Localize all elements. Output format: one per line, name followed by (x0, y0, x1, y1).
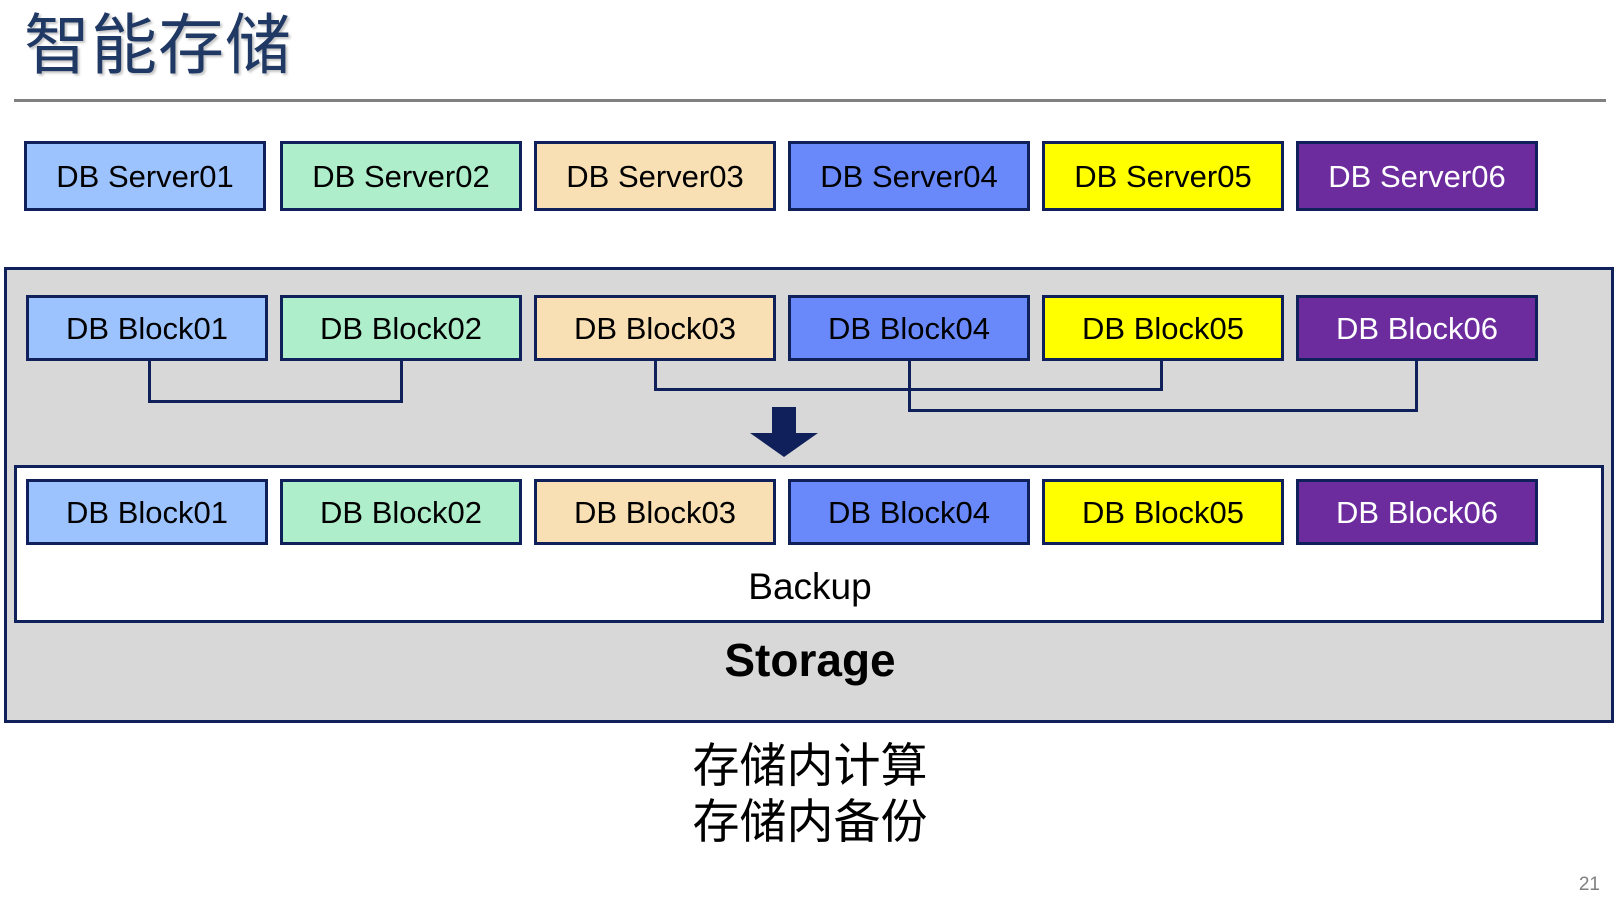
db-server-label: DB Server01 (56, 158, 234, 194)
backup-label: Backup (748, 566, 872, 607)
db-block-top-label: DB Block06 (1336, 310, 1498, 346)
db-block-backup-label: DB Block04 (828, 494, 990, 530)
connector-block01-block02 (148, 361, 403, 403)
db-block-top-5[interactable]: DB Block05 (1042, 295, 1284, 361)
db-server-label: DB Server05 (1074, 158, 1252, 194)
db-server-2[interactable]: DB Server02 (280, 141, 522, 211)
title-divider (14, 99, 1606, 102)
db-block-top-2[interactable]: DB Block02 (280, 295, 522, 361)
db-block-top-label: DB Block04 (828, 310, 990, 346)
page-number: 21 (1578, 874, 1600, 895)
db-server-4[interactable]: DB Server04 (788, 141, 1030, 211)
db-block-backup-label: DB Block02 (320, 494, 482, 530)
db-block-top-label: DB Block01 (66, 310, 228, 346)
db-block-top-label: DB Block05 (1082, 310, 1244, 346)
db-block-backup-4[interactable]: DB Block04 (788, 479, 1030, 545)
db-server-label: DB Server04 (820, 158, 998, 194)
db-block-top-4[interactable]: DB Block04 (788, 295, 1030, 361)
db-block-backup-3[interactable]: DB Block03 (534, 479, 776, 545)
db-block-backup-label: DB Block06 (1336, 494, 1498, 530)
db-block-top-label: DB Block02 (320, 310, 482, 346)
db-block-backup-5[interactable]: DB Block05 (1042, 479, 1284, 545)
db-server-5[interactable]: DB Server05 (1042, 141, 1284, 211)
caption-line-2: 存储内备份 (692, 795, 928, 848)
db-block-backup-6[interactable]: DB Block06 (1296, 479, 1538, 545)
db-block-top-1[interactable]: DB Block01 (26, 295, 268, 361)
db-block-top-6[interactable]: DB Block06 (1296, 295, 1538, 361)
down-arrow-icon (750, 407, 818, 457)
page-title: 智能存储 (24, 8, 292, 82)
db-server-1[interactable]: DB Server01 (24, 141, 266, 211)
db-block-top-label: DB Block03 (574, 310, 736, 346)
caption-block: 存储内计算 存储内备份 (0, 738, 1620, 850)
storage-label: Storage (724, 634, 896, 686)
db-server-label: DB Server02 (312, 158, 490, 194)
db-block-backup-label: DB Block05 (1082, 494, 1244, 530)
db-block-backup-1[interactable]: DB Block01 (26, 479, 268, 545)
db-block-backup-label: DB Block03 (574, 494, 736, 530)
db-block-top-3[interactable]: DB Block03 (534, 295, 776, 361)
db-block-backup-2[interactable]: DB Block02 (280, 479, 522, 545)
db-server-6[interactable]: DB Server06 (1296, 141, 1538, 211)
db-server-label: DB Server03 (566, 158, 744, 194)
db-block-backup-label: DB Block01 (66, 494, 228, 530)
db-server-label: DB Server06 (1328, 158, 1506, 194)
db-server-3[interactable]: DB Server03 (534, 141, 776, 211)
caption-line-1: 存储内计算 (692, 739, 928, 792)
connector-block04-block06 (908, 361, 1418, 412)
